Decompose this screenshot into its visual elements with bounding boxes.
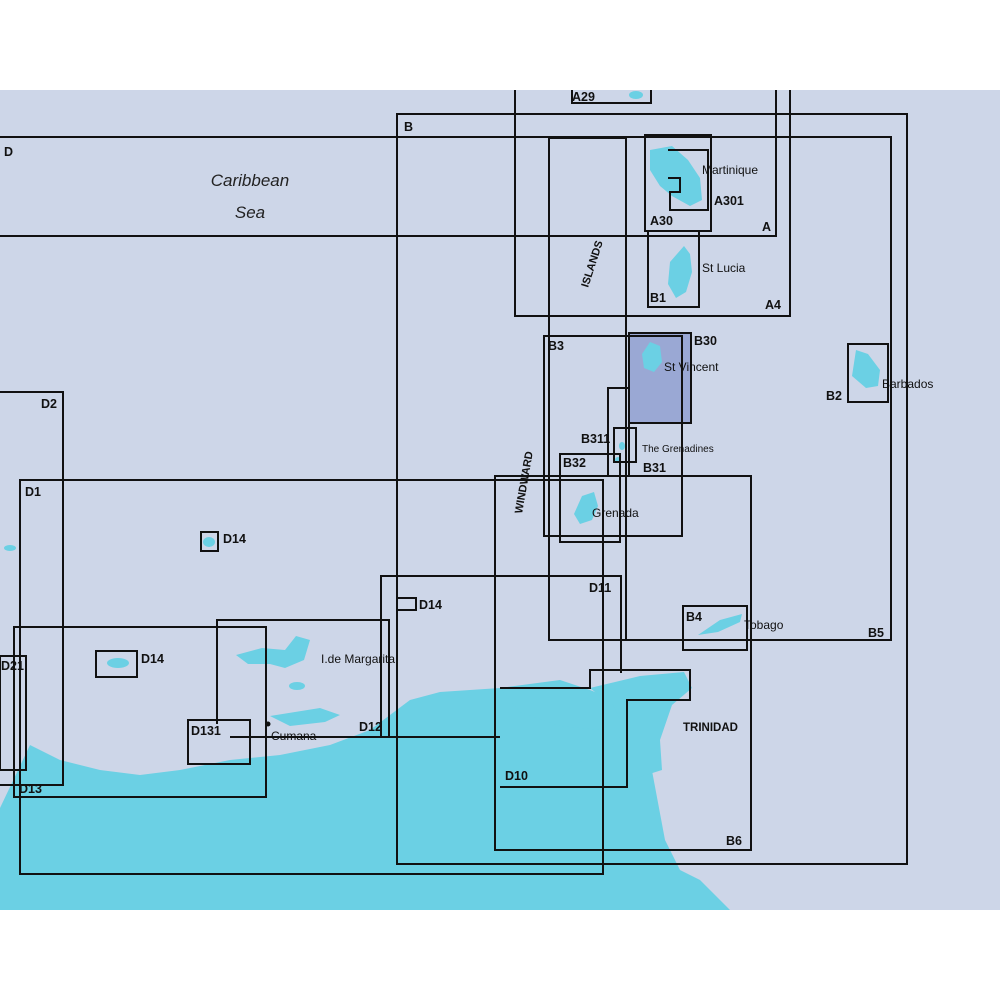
chart-a301[interactable] bbox=[668, 149, 709, 211]
code-a4: A4 bbox=[765, 298, 781, 312]
chart-a[interactable] bbox=[0, 90, 777, 237]
place-barbados: Barbados bbox=[882, 377, 933, 391]
chart-d21[interactable] bbox=[13, 626, 267, 798]
island-small bbox=[4, 545, 16, 551]
chart-d14-b[interactable] bbox=[396, 597, 417, 611]
sea-label-line2: Sea bbox=[235, 203, 265, 222]
chart-b2[interactable] bbox=[847, 343, 889, 403]
code-b3: B3 bbox=[548, 339, 564, 353]
chart-d11[interactable] bbox=[380, 575, 622, 737]
island-grenada bbox=[574, 492, 598, 524]
code-b6: B6 bbox=[726, 834, 742, 848]
sea-label-line1: Caribbean bbox=[211, 171, 289, 190]
island-st-lucia bbox=[668, 246, 692, 298]
peninsula-paria bbox=[500, 680, 620, 730]
place-st-vincent: St Vincent bbox=[664, 360, 719, 374]
cumana-dot bbox=[265, 721, 271, 727]
coastal-lagoon bbox=[270, 708, 340, 726]
island-tobago bbox=[698, 614, 742, 635]
place-tobago: Tobago bbox=[744, 618, 784, 632]
chart-b3[interactable] bbox=[543, 335, 683, 537]
chart-d2[interactable] bbox=[0, 391, 64, 786]
island-st-vincent bbox=[642, 342, 662, 372]
code-a: A bbox=[762, 220, 771, 234]
code-b2: B2 bbox=[826, 389, 842, 403]
chart-d21-inner[interactable] bbox=[0, 655, 27, 771]
code-a29: A29 bbox=[572, 90, 595, 104]
island-small bbox=[107, 658, 129, 668]
island-small bbox=[289, 682, 305, 690]
chart-outlines bbox=[0, 90, 908, 875]
code-b: B bbox=[404, 120, 413, 134]
code-a30: A30 bbox=[650, 214, 673, 228]
code-b31: B31 bbox=[643, 461, 666, 475]
mainland-venezuela bbox=[0, 682, 730, 910]
island-grenadines bbox=[619, 442, 625, 450]
chart-b311-inner[interactable] bbox=[613, 427, 637, 463]
code-b1: B1 bbox=[650, 291, 666, 305]
island-small bbox=[629, 91, 643, 99]
place-grenadines: The Grenadines bbox=[642, 444, 714, 455]
code-d14-a: D14 bbox=[223, 532, 246, 546]
code-d11: D11 bbox=[589, 581, 611, 595]
place-st-lucia: St Lucia bbox=[702, 261, 746, 275]
island-barbados bbox=[852, 350, 880, 388]
chart-b32[interactable] bbox=[559, 453, 621, 543]
chart-a29-inner[interactable] bbox=[571, 90, 652, 104]
chart-b6[interactable] bbox=[494, 475, 752, 851]
code-d14-b: D14 bbox=[419, 598, 442, 612]
code-d10: D10 bbox=[505, 769, 528, 783]
code-d21: D21 bbox=[1, 659, 24, 673]
place-martinique: Martinique bbox=[702, 163, 758, 177]
code-d131: D131 bbox=[191, 724, 221, 738]
chart-b[interactable] bbox=[396, 113, 908, 865]
chart-b4[interactable] bbox=[682, 605, 748, 651]
code-b5: B5 bbox=[868, 626, 884, 640]
code-d2: D2 bbox=[41, 397, 57, 411]
code-b30: B30 bbox=[694, 334, 717, 348]
place-margarita: I.de Margarita bbox=[321, 652, 395, 666]
chart-d12[interactable] bbox=[216, 619, 390, 737]
code-a301: A301 bbox=[714, 194, 744, 208]
place-cumana: Cumana bbox=[271, 729, 317, 743]
island-small bbox=[203, 537, 215, 547]
code-d12: D12 bbox=[359, 720, 382, 734]
place-trinidad: TRINIDAD bbox=[683, 722, 738, 734]
chart-d14-c[interactable] bbox=[95, 650, 138, 678]
island-margarita bbox=[236, 636, 310, 668]
code-b311: B311 bbox=[581, 432, 610, 446]
chart-d10[interactable] bbox=[500, 669, 691, 788]
code-b4: B4 bbox=[686, 610, 702, 624]
chart-d1[interactable] bbox=[19, 479, 604, 875]
chart-d14-a[interactable] bbox=[200, 531, 219, 552]
chart-d131[interactable] bbox=[187, 719, 251, 765]
place-grenada: Grenada bbox=[592, 506, 639, 520]
code-b32: B32 bbox=[563, 456, 586, 470]
code-d14-c: D14 bbox=[141, 652, 164, 666]
island-martinique bbox=[650, 146, 702, 206]
chart-b1[interactable] bbox=[647, 230, 700, 308]
chart-b30-shaded[interactable] bbox=[628, 332, 692, 424]
code-d1: D1 bbox=[25, 485, 41, 499]
chart-a29[interactable] bbox=[514, 90, 791, 317]
code-d13: D13 bbox=[19, 782, 42, 796]
code-d: D bbox=[4, 145, 13, 159]
